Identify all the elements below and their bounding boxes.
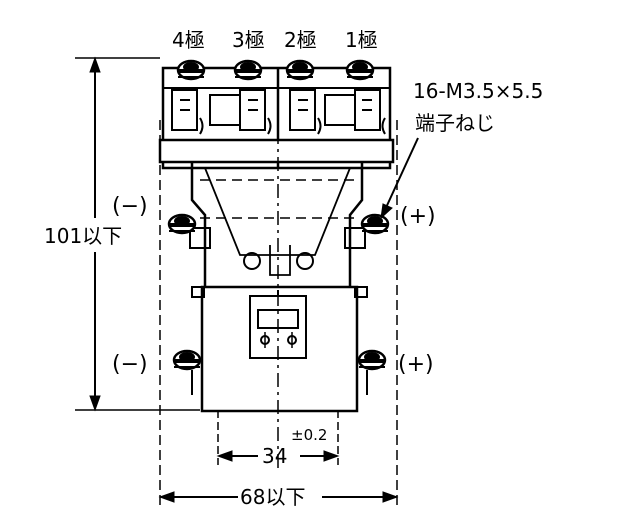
right-bottom-screw bbox=[357, 349, 387, 371]
height-dimension bbox=[75, 56, 200, 412]
left-middle-screw bbox=[167, 213, 197, 235]
screw-type-label: 端子ねじ bbox=[415, 111, 495, 135]
pitch-dimension-label: 34 bbox=[262, 444, 287, 468]
right-middle-screw bbox=[360, 213, 390, 235]
left-bottom-screw bbox=[172, 349, 202, 371]
polarity-minus-lower: (−) bbox=[112, 352, 148, 377]
pole-label-3: 3極 bbox=[232, 28, 265, 52]
top-screw-4 bbox=[176, 59, 206, 81]
tolerance-label: ±0.2 bbox=[291, 426, 327, 444]
screw-spec-label: 16-M3.5×5.5 bbox=[413, 79, 543, 103]
callout-leader bbox=[380, 137, 419, 220]
polarity-plus-upper: (+) bbox=[400, 204, 436, 229]
width-dimension-label: 68以下 bbox=[240, 485, 305, 509]
terminal-block bbox=[158, 66, 395, 170]
polarity-plus-lower: (+) bbox=[398, 352, 434, 377]
pole-label-2: 2極 bbox=[284, 28, 317, 52]
top-screw-2 bbox=[285, 59, 315, 81]
pitch-dimension bbox=[216, 410, 340, 465]
pole-label-4: 4極 bbox=[172, 28, 205, 52]
coil-housing bbox=[191, 285, 368, 413]
height-dimension-label: 101以下 bbox=[44, 224, 122, 248]
pole-label-1: 1極 bbox=[345, 28, 378, 52]
top-screw-1 bbox=[345, 59, 375, 81]
middle-housing bbox=[189, 162, 366, 288]
polarity-minus-upper: (−) bbox=[112, 194, 148, 219]
top-screw-3 bbox=[233, 59, 263, 81]
